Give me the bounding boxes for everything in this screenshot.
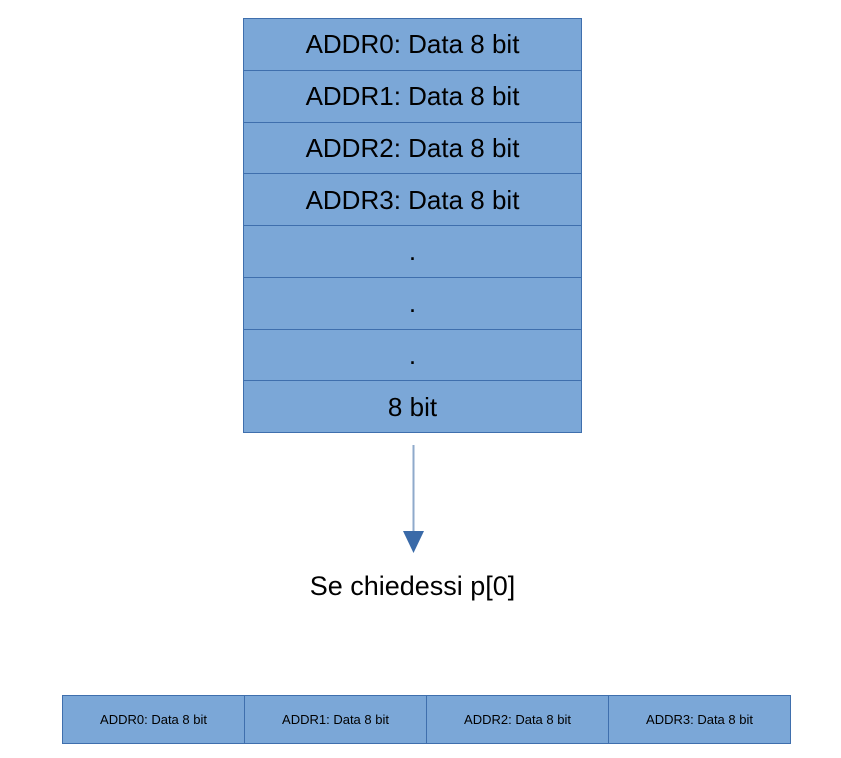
memory-cell-ellipsis-2: . bbox=[244, 278, 581, 330]
memory-cell-label: . bbox=[408, 236, 417, 267]
memory-cell-label: ADDR1: Data 8 bit bbox=[305, 81, 520, 112]
memory-cell-addr0: ADDR0: Data 8 bit bbox=[244, 19, 581, 71]
memory-cell-label: ADDR0: Data 8 bit bbox=[305, 29, 520, 60]
caption-text: Se chiedessi p[0] bbox=[309, 571, 516, 601]
memory-cell-ellipsis-1: . bbox=[244, 226, 581, 278]
memory-cell-label: 8 bit bbox=[387, 391, 438, 422]
byte-cell-label: ADDR1: Data 8 bit bbox=[282, 712, 389, 727]
memory-cell-label: . bbox=[408, 339, 417, 370]
byte-cell-addr0: ADDR0: Data 8 bit bbox=[63, 696, 245, 743]
downward-arrow-icon bbox=[403, 445, 424, 553]
memory-cell-label: ADDR3: Data 8 bit bbox=[305, 184, 520, 215]
byte-cell-addr3: ADDR3: Data 8 bit bbox=[609, 696, 790, 743]
byte-cell-label: ADDR0: Data 8 bit bbox=[100, 712, 207, 727]
byte-cell-label: ADDR3: Data 8 bit bbox=[646, 712, 753, 727]
memory-cell-label: . bbox=[408, 288, 417, 319]
memory-cell-addr2: ADDR2: Data 8 bit bbox=[244, 123, 581, 175]
memory-cell-addr1: ADDR1: Data 8 bit bbox=[244, 71, 581, 123]
memory-cell-addr3: ADDR3: Data 8 bit bbox=[244, 174, 581, 226]
byte-cell-addr2: ADDR2: Data 8 bit bbox=[427, 696, 609, 743]
memory-cell-label: ADDR2: Data 8 bit bbox=[305, 132, 520, 163]
memory-cell-ellipsis-3: . bbox=[244, 330, 581, 382]
byte-cell-addr1: ADDR1: Data 8 bit bbox=[245, 696, 427, 743]
memory-stack: ADDR0: Data 8 bit ADDR1: Data 8 bit ADDR… bbox=[243, 18, 582, 433]
byte-row: ADDR0: Data 8 bit ADDR1: Data 8 bit ADDR… bbox=[62, 695, 791, 744]
byte-cell-label: ADDR2: Data 8 bit bbox=[464, 712, 571, 727]
memory-cell-width: 8 bit bbox=[244, 381, 581, 432]
